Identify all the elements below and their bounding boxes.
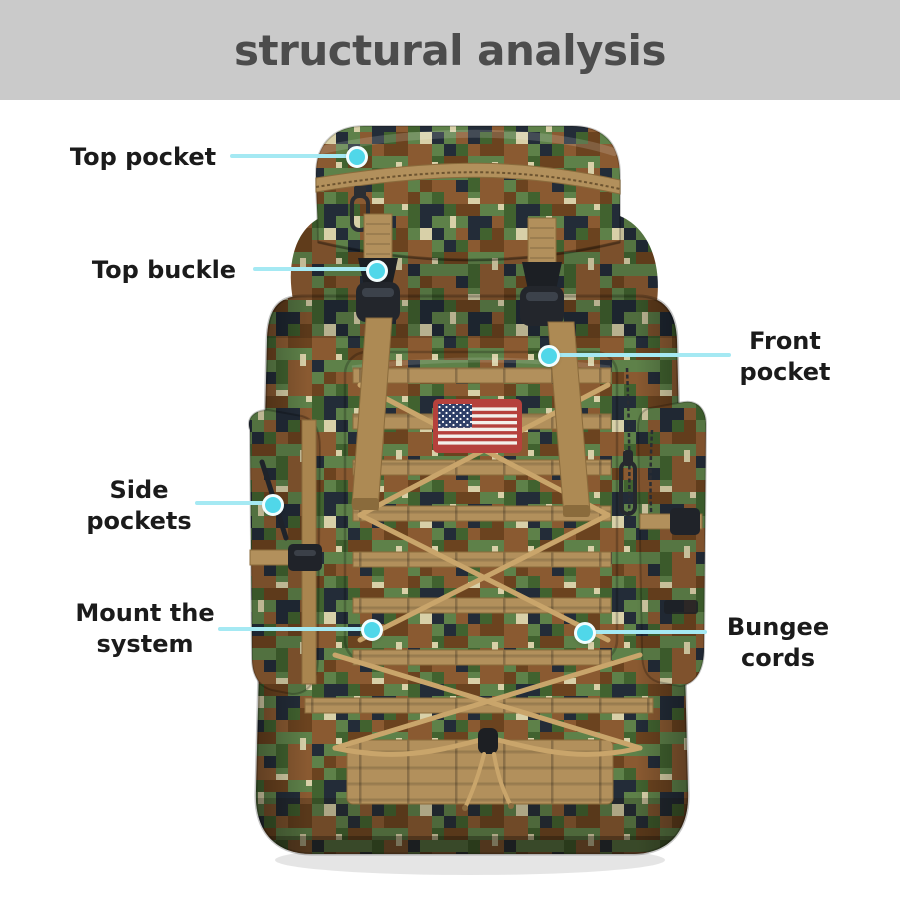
callout-line bbox=[230, 154, 348, 158]
drawcord-part bbox=[332, 652, 643, 811]
callout-dot bbox=[574, 622, 596, 644]
callout-dot bbox=[361, 619, 383, 641]
callout-label: Top buckle bbox=[91, 256, 237, 284]
page-title: structural analysis bbox=[234, 25, 666, 75]
side-pocket-right bbox=[636, 400, 708, 688]
cord-lock-icon bbox=[478, 728, 498, 754]
molle-webbing bbox=[352, 367, 612, 614]
callout-label: Front pocket bbox=[739, 327, 831, 386]
callout-dot bbox=[346, 146, 368, 168]
body-zipper-pull-icon bbox=[619, 367, 637, 521]
side-buckle-icon bbox=[670, 508, 700, 535]
callout-line bbox=[594, 630, 707, 634]
callout-label: Mount the system bbox=[75, 599, 215, 658]
callout-label: Side pockets bbox=[86, 476, 192, 535]
top-buckle-part bbox=[351, 213, 591, 517]
header-banner: structural analysis bbox=[0, 0, 900, 100]
callout-dot bbox=[366, 260, 388, 282]
callout-line bbox=[218, 627, 364, 631]
side-buckle-icon bbox=[288, 544, 322, 571]
callout-label: Top pocket bbox=[69, 143, 217, 171]
callout-label: Bungee cords bbox=[726, 613, 830, 672]
callout-line bbox=[558, 353, 731, 357]
callout-line bbox=[195, 501, 266, 505]
lid-zipper-pull-icon bbox=[350, 186, 370, 232]
callout-dot bbox=[262, 494, 284, 516]
lid-zipper-band bbox=[315, 162, 621, 195]
callout-line bbox=[253, 267, 369, 271]
us-flag-patch-icon bbox=[433, 399, 522, 453]
side-pocket-left bbox=[248, 408, 322, 696]
callout-dot bbox=[538, 345, 560, 367]
